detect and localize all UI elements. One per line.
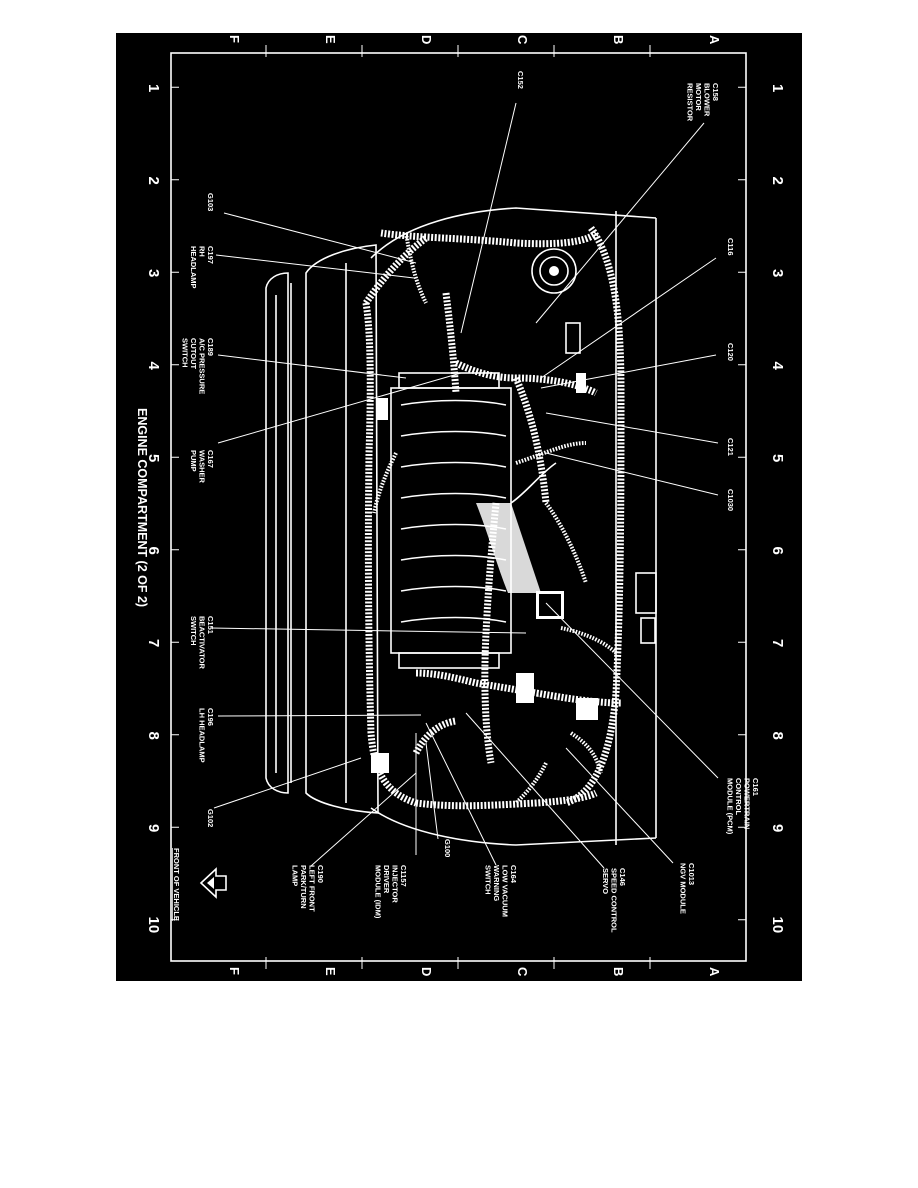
grid-number-1-right: 1 [769, 84, 786, 92]
grid-number-2-right: 2 [769, 177, 786, 185]
grid-number-3-right: 3 [769, 269, 786, 277]
grid-letter-B-top: B [611, 35, 626, 44]
grid-letter-A-top: A [707, 35, 722, 45]
callout-c190: C190LEFT FRONTPARK/TURNLAMP [291, 865, 326, 912]
grid-number-9-right: 9 [769, 824, 786, 832]
grid-letter-B-bottom: B [611, 967, 626, 976]
callout-c158: C158BLOWERMOTORRESISTOR [686, 83, 721, 122]
callout-g102: G102 [206, 809, 215, 827]
callout-c1013: C1013NGV MODULE [679, 863, 697, 914]
callout-g100: G100 [443, 839, 452, 857]
engine-illustration [265, 207, 657, 846]
grid-letter-C-top: C [515, 35, 530, 45]
grid-number-10-right: 10 [769, 917, 786, 934]
grid-number-4-left: 4 [145, 362, 162, 371]
callout-c167: C167WASHERPUMP [189, 450, 215, 484]
callout-c116: C116 [726, 238, 735, 256]
callout-c152: C152 [516, 71, 525, 89]
grid-number-2-left: 2 [145, 177, 162, 185]
leader-lines [210, 102, 719, 869]
callout-c121: C121 [726, 438, 735, 456]
front-of-vehicle-marker: FRONT OF VEHICLE [172, 848, 227, 921]
grid-number-7-right: 7 [769, 639, 786, 647]
callout-c1157: C1157INJECTORDRIVERMODULE (IDM) [374, 865, 409, 919]
grid-letter-F-top: F [227, 35, 242, 43]
callout-c189: C189A/C PRESSURECUTOUTSWITCH [181, 338, 216, 394]
grid-number-8-right: 8 [769, 732, 786, 740]
grid-number-9-left: 9 [145, 824, 162, 832]
callout-c151: C151BEACTIVATORSWITCH [189, 616, 215, 670]
grid-letter-D-bottom: D [419, 967, 434, 976]
callout-c164: C164LOW VACUUMWARNINGSWITCH [484, 865, 519, 917]
grid-number-8-left: 8 [145, 732, 162, 740]
diagram-title: ENGINE COMPARTMENT (2 OF 2) [135, 408, 149, 607]
grid-letter-A-bottom: A [707, 967, 722, 977]
grid-number-5-left: 5 [145, 454, 162, 462]
grid-letter-E-top: E [323, 35, 338, 44]
grid-letter-D-top: D [419, 35, 434, 44]
callout-g103: G103 [206, 193, 215, 211]
grid-number-7-left: 7 [145, 639, 162, 647]
grid-number-3-left: 3 [145, 269, 162, 277]
callout-c146: C146SPEED CONTROLSERVO [601, 868, 627, 933]
grid-letter-E-bottom: E [323, 967, 338, 976]
grid-number-6-right: 6 [769, 547, 786, 555]
grid-number-6-left: 6 [145, 547, 162, 555]
callout-c120: C120 [726, 343, 735, 361]
front-of-vehicle-label: FRONT OF VEHICLE [172, 848, 181, 921]
grid-number-1-left: 1 [145, 84, 162, 92]
front-arrow-icon [199, 867, 227, 899]
grid-letter-C-bottom: C [515, 967, 530, 977]
grid-number-10-left: 10 [145, 917, 162, 934]
wire-harness [362, 225, 625, 810]
grid-frame [170, 45, 747, 969]
grid-number-4-right: 4 [769, 362, 786, 371]
grid-letter-F-bottom: F [227, 967, 242, 975]
grid-number-5-right: 5 [769, 454, 786, 462]
callout-labels: C158BLOWERMOTORRESISTOR C152 G103 C197RH… [181, 71, 761, 933]
callout-c196: C196LH HEADLAMP [198, 708, 216, 763]
callout-c1030: C1030 [726, 489, 735, 511]
callout-c161: C161POWERTRAINCONTROLMODULE (PCM) [726, 778, 761, 835]
callout-c197: C197RHHEADLAMP [189, 246, 215, 289]
